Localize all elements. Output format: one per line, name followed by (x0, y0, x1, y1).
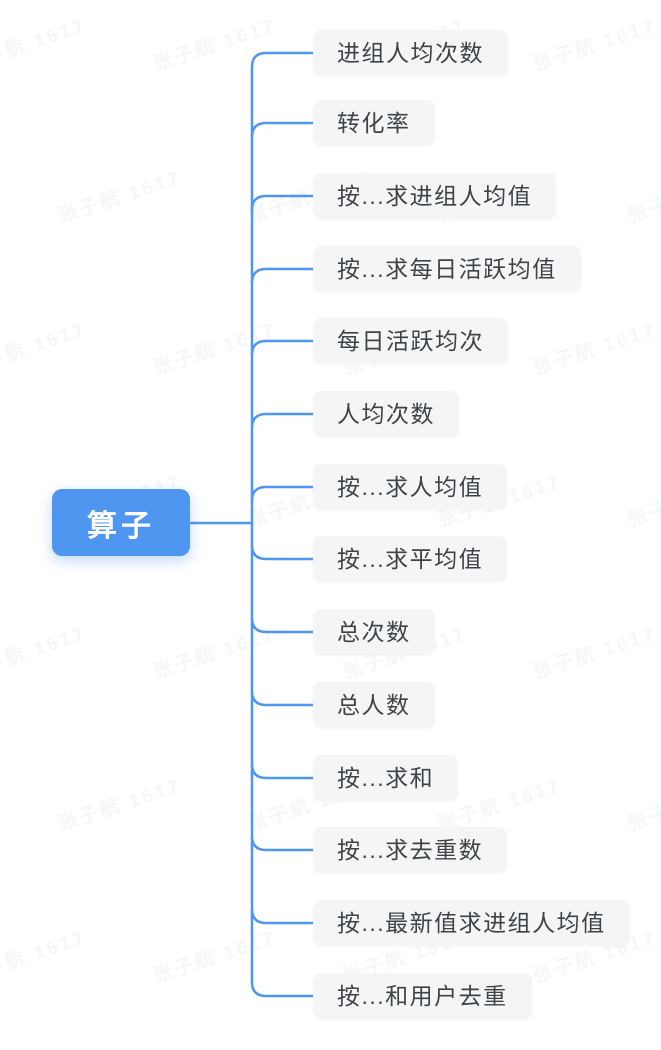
mindmap-node-10[interactable]: 总人数 (313, 682, 435, 728)
branch-connector-13 (250, 907, 315, 925)
mindmap-node-2[interactable]: 转化率 (313, 100, 435, 146)
branch-connector-6 (250, 412, 315, 430)
branch-connector-5 (250, 339, 315, 357)
branch-connector-7 (250, 485, 315, 503)
mindmap-node-7[interactable]: 按...求人均值 (313, 464, 508, 510)
branch-connector-8 (250, 543, 315, 561)
branch-connector-1 (250, 51, 315, 69)
branch-connector-2 (250, 121, 315, 139)
mindmap-node-9[interactable]: 总次数 (313, 609, 435, 655)
mindmap-node-14[interactable]: 按...和用户去重 (313, 973, 532, 1019)
mindmap-root-node[interactable]: 算子 (52, 489, 190, 556)
mindmap-node-3[interactable]: 按...求进组人均值 (313, 173, 557, 219)
branch-connector-9 (250, 616, 315, 634)
mindmap-node-1[interactable]: 进组人均次数 (313, 30, 508, 76)
mindmap-node-5[interactable]: 每日活跃均次 (313, 318, 508, 364)
mindmap-node-12[interactable]: 按...求去重数 (313, 827, 508, 873)
branch-connector-11 (250, 762, 315, 780)
mindmap-node-4[interactable]: 按...求每日活跃均值 (313, 246, 581, 292)
branch-connector-14 (250, 980, 315, 998)
mindmap-node-11[interactable]: 按...求和 (313, 755, 459, 801)
branch-connector-10 (250, 689, 315, 707)
mindmap-node-8[interactable]: 按...求平均值 (313, 536, 508, 582)
root-node-label: 算子 (87, 509, 155, 543)
mindmap-node-13[interactable]: 按...最新值求进组人均值 (313, 900, 630, 946)
branch-connector-3 (250, 194, 315, 212)
mindmap-node-6[interactable]: 人均次数 (313, 391, 459, 437)
branch-connector-4 (250, 267, 315, 285)
branch-connector-12 (250, 834, 315, 852)
